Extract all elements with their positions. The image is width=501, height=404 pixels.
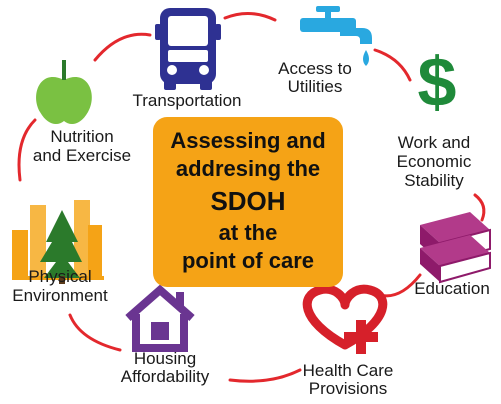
faucet-icon xyxy=(300,6,372,66)
city-tree-icon xyxy=(12,200,104,284)
label-nutrition-line2: and Exercise xyxy=(32,146,132,165)
center-title-line5: point of care xyxy=(181,248,314,273)
connector-transport-utilities xyxy=(223,12,277,22)
books-icon xyxy=(420,212,491,284)
center-title-line4: at the xyxy=(218,220,278,245)
house-icon xyxy=(125,284,195,352)
center-title-line3: SDOH xyxy=(210,186,286,216)
label-nutrition-line1: Nutrition xyxy=(50,127,114,146)
label-transportation: Transportation xyxy=(132,91,242,110)
label-housing-line1: Housing xyxy=(133,349,197,368)
connector-nutrition-transport xyxy=(93,32,152,62)
connector-ring xyxy=(17,12,486,383)
bus-icon xyxy=(155,8,221,90)
connector-health-housing xyxy=(228,368,302,383)
label-utilities-line2: Utilities xyxy=(287,77,343,96)
dollar-sign-icon: $ xyxy=(418,43,457,121)
label-utilities-line1: Access to xyxy=(278,59,352,78)
label-work-line1: Work and xyxy=(397,133,471,152)
label-physical-line1: Physical xyxy=(28,267,92,286)
connector-utilities-work xyxy=(373,48,412,82)
label-education: Education xyxy=(414,279,490,298)
apple-icon xyxy=(36,60,92,125)
label-health-line1: Health Care xyxy=(302,361,394,380)
center-box xyxy=(153,117,343,287)
connector-physical-nutrition xyxy=(17,118,37,182)
connector-work-education xyxy=(473,193,486,222)
connector-housing-physical xyxy=(68,313,122,352)
center-title-line1: Assessing and xyxy=(170,128,326,153)
label-health-line2: Provisions xyxy=(308,379,388,398)
heart-cross-icon xyxy=(302,284,388,354)
center-title-line2: addresing the xyxy=(175,156,321,181)
label-work-line3: Stability xyxy=(404,171,464,190)
label-housing-line2: Affordability xyxy=(120,367,210,386)
label-work-line2: Economic xyxy=(396,152,472,171)
label-physical-line2: Environment xyxy=(12,286,108,305)
